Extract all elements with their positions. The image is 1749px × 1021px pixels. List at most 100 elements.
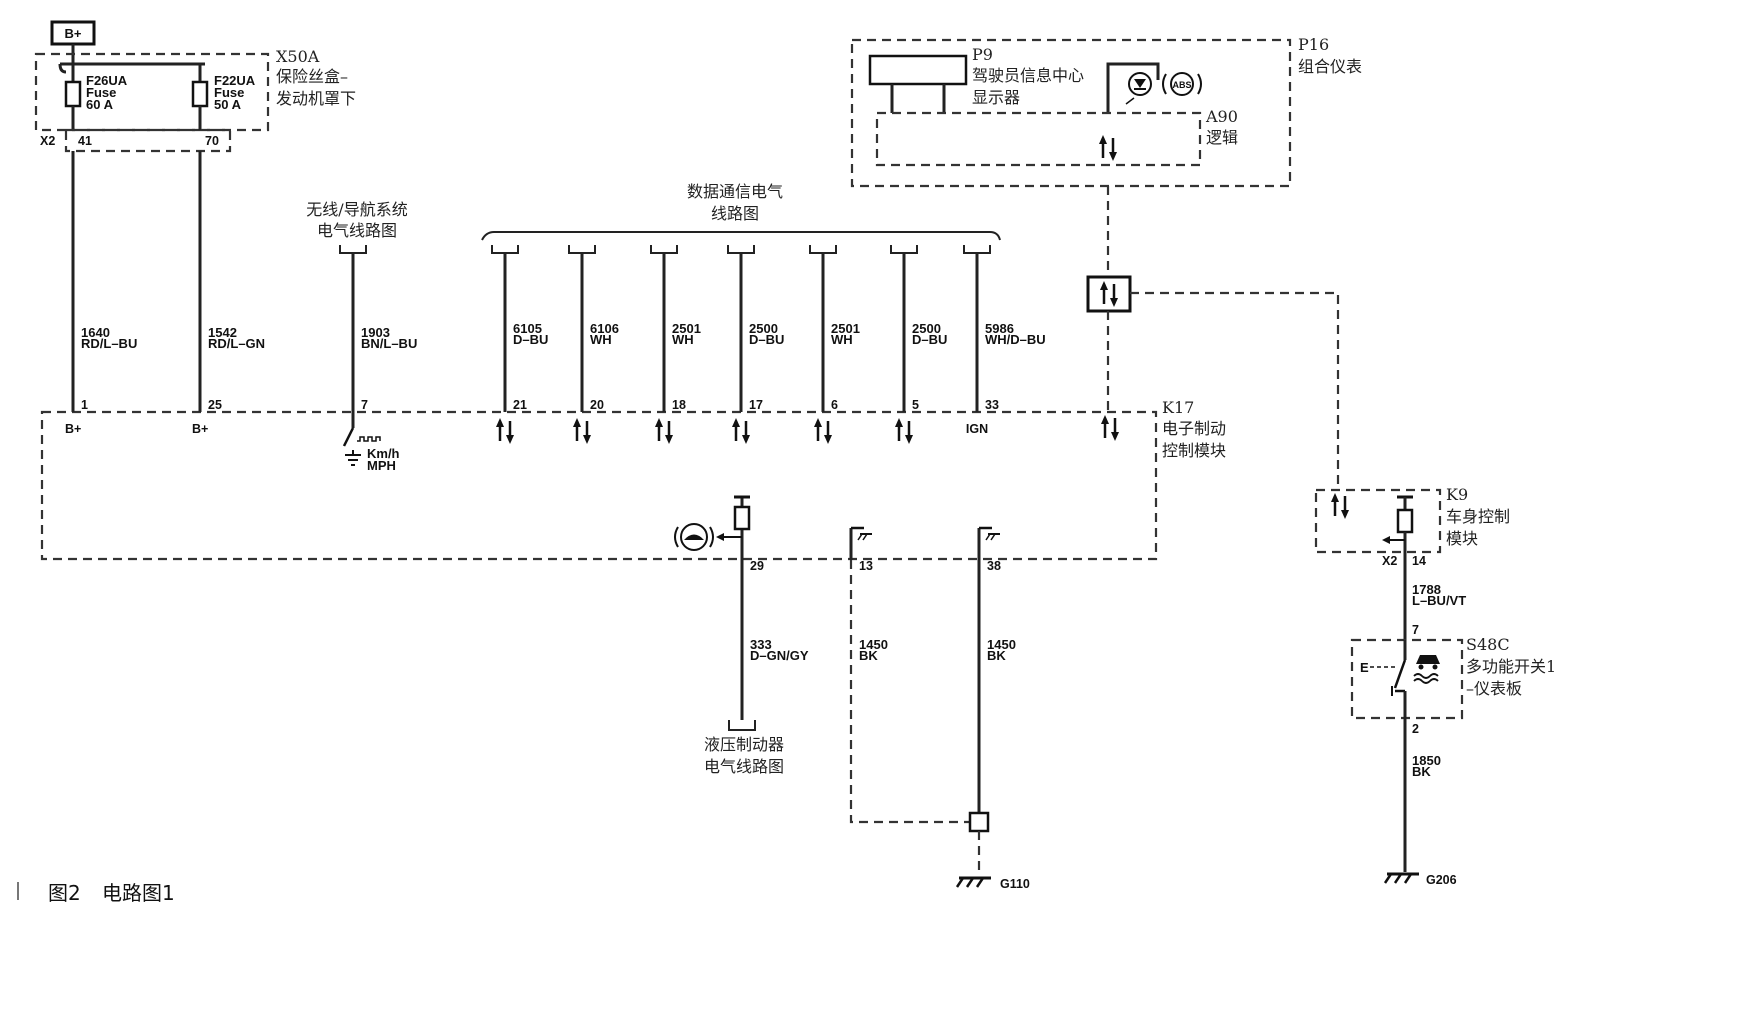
- ebcm-pin-label: 7: [361, 398, 368, 412]
- fuse-1-name: F26UA: [86, 73, 128, 88]
- datacomm-connectors: [491, 245, 991, 254]
- ebcm-ground-wires: G110: [849, 526, 1030, 891]
- serial-data-arrows-icon: [812, 416, 834, 446]
- cluster-name: 组合仪表: [1298, 57, 1362, 76]
- ebcm-upper-wires: 1640RD/L–BU1B+1542RD/L–GN25B+1903BN/L–BU…: [65, 151, 1046, 446]
- fuse-f26ua-symbol: [64, 80, 82, 108]
- fuse-1-type: Fuse: [86, 85, 116, 100]
- wire-color-label: RD/L–GN: [208, 336, 265, 351]
- connector-x2-fusebox: X2 41 70: [40, 128, 232, 153]
- serial-data-arrows-icon: [893, 416, 915, 446]
- wire-color-label: D–BU: [513, 332, 548, 347]
- connector-x2-label: X2: [40, 134, 55, 148]
- bcm-name-1: 车身控制: [1446, 507, 1510, 526]
- ebcm-pin-function-label: B+: [65, 422, 81, 436]
- fuse-box-x50a: F26UA Fuse 60 A F22UA Fuse 50 A X50A 保险丝…: [34, 47, 356, 132]
- pullup-resistor-icon: [733, 505, 751, 531]
- serial-data-arrows-icon: [653, 416, 675, 446]
- abs-icon-text: ABS: [1172, 80, 1191, 90]
- ref-wireless-2: 电气线路图: [317, 221, 397, 240]
- ebcm-pin-label: 1: [81, 398, 88, 412]
- bcm-pullup-resistor-icon: [1396, 508, 1414, 534]
- wire-circuit-label: 6105: [513, 321, 542, 336]
- ebcm-bottom-pin-label: 38: [987, 559, 1001, 573]
- ebcm-bottom-pin-label: 13: [859, 559, 873, 573]
- abs-warning-icon: [1170, 72, 1194, 96]
- wire-color-label: BN/L–BU: [361, 336, 417, 351]
- switch-ref: S48C: [1466, 635, 1510, 654]
- ref-datacomm-2: 线路图: [711, 204, 759, 223]
- bcm-connector-label: X2: [1382, 554, 1397, 568]
- ground-splice-icon: [968, 811, 990, 833]
- datacomm-connector-stub: [727, 245, 755, 254]
- dic-ref: P9: [972, 45, 993, 64]
- traction-control-icon: [1413, 655, 1440, 684]
- switch-name-1: 多功能开关1: [1466, 657, 1556, 676]
- switch-e-label: E: [1360, 660, 1369, 675]
- ebcm-pin-function-label: B+: [192, 422, 208, 436]
- speed-units-kmh: Km/h: [367, 446, 400, 461]
- battery-label: B+: [65, 26, 82, 41]
- fuse-box-ref: X50A: [276, 47, 320, 66]
- ebcm-pin-label: 6: [831, 398, 838, 412]
- wire-color-label: WH: [672, 332, 694, 347]
- battery-terminal: B+: [50, 20, 96, 64]
- fuse-1-rating: 60 A: [86, 97, 114, 112]
- fuse-2-type: Fuse: [214, 85, 244, 100]
- ebcm-bottom-pin-label: 29: [750, 559, 764, 573]
- logic-a90-box: [875, 111, 1202, 167]
- vehicle-speed-output-icon: Km/h MPH: [342, 412, 400, 473]
- speed-units-mph: MPH: [367, 458, 396, 473]
- ground-g206-label: G206: [1426, 873, 1457, 887]
- hydraulic-ref-connector: [728, 720, 756, 731]
- bcm-pin: 14: [1412, 554, 1426, 568]
- ref-wireless-1: 无线/导航系统: [306, 200, 407, 219]
- ebcm-pin-label: 18: [672, 398, 686, 412]
- ref-hydraulic-2: 电气线路图: [704, 757, 784, 776]
- ebcm-k17: K17 电子制动 控制模块: [40, 398, 1226, 561]
- brake-fluid-level-input: 液压制动器 电气线路图: [674, 495, 784, 776]
- ground-g206-icon: [1383, 872, 1421, 885]
- switch-pin-top: 7: [1412, 623, 1419, 637]
- ref-wireless-connector: [339, 245, 367, 254]
- multifunction-switch-s48c: 7 E S48C 多功能开关1 –仪表板 2 1850 BK G206: [1350, 623, 1556, 887]
- instrument-cluster-p16: P9 驾驶员信息中心 显示器 ABS A90 逻辑 P16 组合仪表: [850, 35, 1362, 188]
- bottom-wire-circuit-label: 1450: [987, 637, 1016, 652]
- serial-data-arrows-icon: [571, 416, 593, 446]
- switch-name-2: –仪表板: [1466, 679, 1522, 698]
- ebcm-pin-function-label: IGN: [966, 422, 988, 436]
- wire-color-label: WH/D–BU: [985, 332, 1046, 347]
- wire-circuit-label: 2501: [672, 321, 701, 336]
- ebcm-pin-label: 25: [208, 398, 222, 412]
- wire-color-label: D–BU: [749, 332, 784, 347]
- fuse-box-name-2: 发动机罩下: [276, 89, 356, 108]
- ebcm-name-2: 控制模块: [1162, 441, 1226, 460]
- figure-title: 电路图1: [102, 881, 175, 905]
- wire-circuit-label: 2500: [912, 321, 941, 336]
- wire-color-label: RD/L–BU: [81, 336, 137, 351]
- ebcm-pin-label: 21: [513, 398, 527, 412]
- datacomm-connector-stub: [809, 245, 837, 254]
- wire-circuit-label: 2501: [831, 321, 860, 336]
- dic-name-1: 驾驶员信息中心: [972, 66, 1084, 85]
- wire-circuit-label: 1640: [81, 325, 110, 340]
- fuse-f22ua-symbol: [191, 80, 209, 108]
- fuse-pin-41: 41: [78, 134, 92, 148]
- datacomm-connector-stub: [890, 245, 918, 254]
- bcm-k9: K9 车身控制 模块 X2 14 1788 L–BU/VT: [1314, 485, 1510, 640]
- ebcm-pin-label: 17: [749, 398, 763, 412]
- bcm-wire-circuit: 1788: [1412, 582, 1441, 597]
- serial-data-arrows-icon: [730, 416, 752, 446]
- wire-circuit-label: 2500: [749, 321, 778, 336]
- switch-out-color: BK: [1412, 764, 1431, 779]
- ebcm-pin-label: 20: [590, 398, 604, 412]
